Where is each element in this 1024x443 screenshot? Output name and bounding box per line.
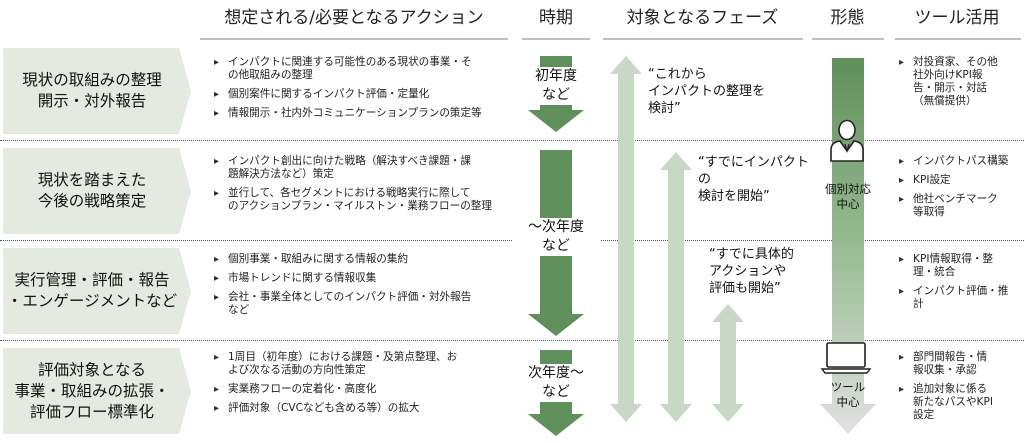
actions-list-3: 個別事業・取組みに関する情報の集約 市場トレンドに関する情報収集 会社・事業全体…	[212, 253, 517, 323]
tool-item: インパクト評価・推 計	[897, 285, 1022, 311]
stage-label: 評価対象となる 事業・取組みの拡張・ 評価フロー標準化	[14, 360, 170, 421]
tool-item: 追加対象に係る 新たなパスやKPI 設定	[897, 383, 1022, 422]
action-item: 個別案件に関するインパクト評価・定量化	[212, 88, 517, 101]
stage-box-2: 現状を踏まえた 今後の戦略策定	[3, 148, 191, 234]
tools-list-1: 対投資家、その他 社外向けKPI報 告・開示・対話 （無償提供）	[897, 56, 1022, 114]
action-item: 実業務フローの定着化・高度化	[212, 383, 517, 396]
action-item: 個別事業・取組みに関する情報の集約	[212, 253, 517, 266]
stage-chevron-shape	[3, 248, 191, 334]
phase-label-from-now: “これから インパクトの整理を 検討”	[648, 67, 766, 116]
phase-arrow-2	[660, 152, 692, 422]
tools-list-3: KPI情報取得・整 理・統合 インパクト評価・推 計	[897, 253, 1022, 317]
tools-list-2: インパクトパス構築 KPI設定 他社ベンチマーク 等取得	[897, 155, 1022, 225]
action-item: インパクトに関連する可能性のある現状の事業・そ の他取組みの整理	[212, 56, 517, 82]
tool-item: 他社ベンチマーク 等取得	[897, 193, 1022, 219]
row-separator-3	[0, 340, 1024, 341]
phase-arrow-3	[712, 304, 744, 422]
stage-label: 現状を踏まえた 今後の戦略策定	[37, 171, 147, 210]
header-form: 形態	[830, 8, 865, 28]
stage-chevron-shape	[3, 48, 191, 134]
stage-box-1: 現状の取組みの整理 開示・対外報告	[3, 48, 191, 134]
phase-arrows	[610, 56, 744, 422]
form-individual-label: 個別対応 中心	[825, 182, 871, 211]
header-tools: ツール活用	[914, 8, 1000, 28]
action-item: インパクト創出に向けた戦略（解決すべき課題・課 題解決方法など）策定	[212, 155, 517, 181]
action-item: 情報開示・社内外コミュニケーションプランの策定等	[212, 107, 517, 120]
header-action-underline	[200, 38, 508, 40]
tool-item: 部門間報告・情 報収集・承認	[897, 351, 1022, 377]
laptop-icon	[820, 342, 872, 374]
header-timing-underline	[522, 38, 590, 40]
stage-box-4: 評価対象となる 事業・取組みの拡張・ 評価フロー標準化	[3, 348, 191, 434]
action-item: 並行して、各セグメントにおける戦略実行に際して のアクションプラン・マイルストン…	[212, 187, 517, 213]
header-action: 想定される/必要となるアクション	[224, 8, 484, 28]
stage-box-3: 実行管理・評価・報告 ・エンゲージメントなど	[3, 248, 191, 334]
stage-chevron-shape	[3, 348, 191, 434]
row-separator-1	[0, 140, 1024, 141]
tool-item: 対投資家、その他 社外向けKPI報 告・開示・対話 （無償提供）	[897, 56, 1022, 108]
action-item: 1周目（初年度）における課題・及第点整理、お よび次なる活動の方向性策定	[212, 351, 517, 377]
tool-item: KPI設定	[897, 174, 1022, 187]
stage-chevron-shape	[3, 148, 191, 234]
tool-item: KPI情報取得・整 理・統合	[897, 253, 1022, 279]
phase-label-in-action: “すでに具体的 アクションや 評価も開始”	[709, 247, 794, 296]
action-item: 評価対象（CVCなども含める等）の拡大	[212, 402, 517, 415]
header-tools-underline	[895, 38, 1021, 40]
tools-list-4: 部門間報告・情 報収集・承認 追加対象に係る 新たなパスやKPI 設定	[897, 351, 1022, 428]
form-arrow-shape	[820, 58, 876, 434]
actions-list-4: 1周目（初年度）における課題・及第点整理、お よび次なる活動の方向性策定 実業務…	[212, 351, 517, 421]
timing-after-next-label: 次年度～ など	[512, 364, 600, 402]
stage-label: 実行管理・評価・報告 ・エンゲージメントなど	[6, 271, 178, 310]
actions-list-2: インパクト創出に向けた戦略（解決すべき課題・課 題解決方法など）策定 並行して、…	[212, 155, 517, 219]
timing-first-year-label: 初年度 など	[516, 67, 596, 105]
actions-list-1: インパクトに関連する可能性のある現状の事業・そ の他取組みの整理 個別案件に関す…	[212, 56, 517, 126]
phase-arrow-1	[610, 56, 642, 422]
action-item: 市場トレンドに関する情報収集	[212, 272, 517, 285]
form-tool-label: ツール 中心	[830, 380, 866, 409]
tool-item: インパクトパス構築	[897, 155, 1022, 168]
header-phase-underline	[603, 38, 803, 40]
person-icon	[830, 119, 864, 162]
header-timing: 時期	[539, 8, 573, 28]
timing-next-year-label: ～次年度 など	[512, 218, 600, 256]
header-form-underline	[812, 38, 884, 40]
phase-label-started: “すでにインパクト の 検討を開始”	[698, 155, 809, 204]
header-phase: 対象となるフェーズ	[626, 8, 779, 28]
action-item: 会社・事業全体としてのインパクト評価・対外報告 など	[212, 291, 517, 317]
stage-label: 現状の取組みの整理 開示・対外報告	[22, 71, 162, 110]
